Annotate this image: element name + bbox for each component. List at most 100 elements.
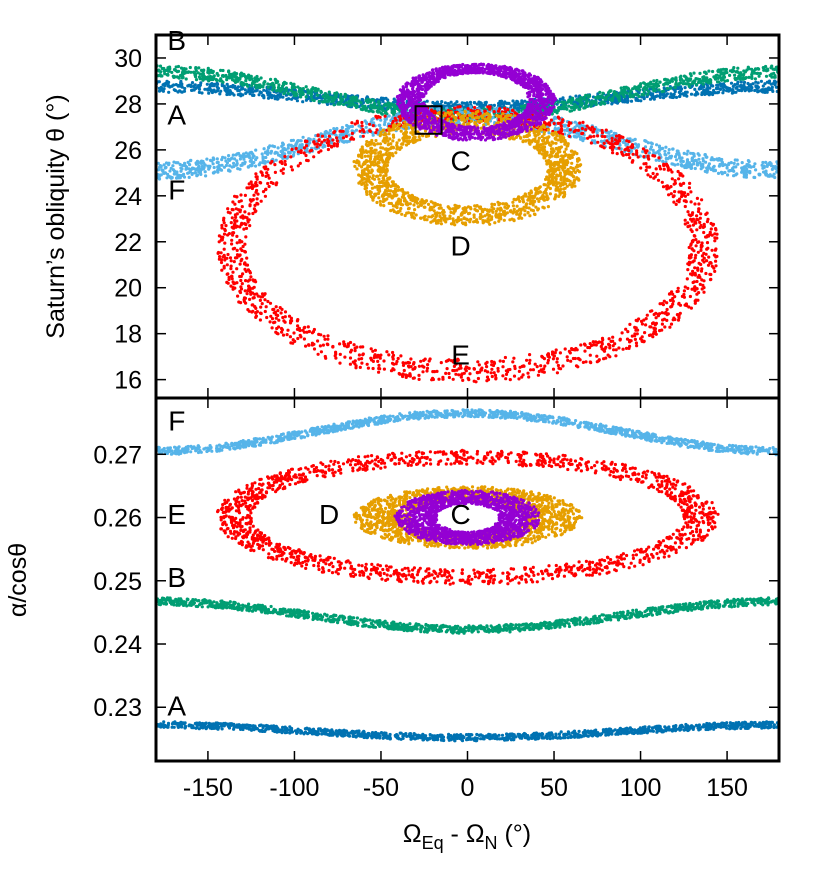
top-point-E-272	[683, 285, 687, 289]
top-point-F-917	[199, 172, 203, 176]
top-point-A-1128	[754, 85, 758, 89]
top-point-E-1154	[269, 180, 273, 185]
top-point-E-1136	[461, 378, 465, 382]
top-point-B-151	[271, 88, 275, 92]
top-point-E-1134	[555, 371, 560, 375]
top-point-B-1110	[289, 81, 293, 85]
top-point-A-606	[742, 80, 747, 84]
top-point-E-218	[689, 190, 693, 194]
top-point-E-171	[318, 344, 322, 348]
top-point-E-294	[226, 281, 230, 285]
top-point-E-465	[288, 321, 293, 325]
top-point-A-938	[219, 89, 223, 93]
top-point-E-7	[265, 315, 269, 320]
top-point-E-1219	[618, 135, 622, 140]
top-point-E-1067	[242, 227, 246, 231]
top-point-A-1058	[276, 97, 280, 101]
top-point-F-1165	[684, 165, 689, 170]
top-point-F-611	[212, 165, 216, 170]
top-point-E-1228	[238, 262, 242, 266]
top-point-A-1146	[380, 97, 384, 101]
top-point-E-833	[591, 340, 595, 344]
top-point-E-1292	[331, 138, 335, 142]
top-point-B-875	[656, 84, 661, 88]
top-point-E-804	[373, 353, 377, 357]
top-point-F-1186	[696, 152, 700, 156]
top-point-E-1328	[270, 159, 274, 164]
top-point-E-142	[290, 168, 294, 172]
top-point-E-707	[508, 378, 512, 382]
top-point-F-1056	[643, 139, 647, 143]
top-point-F-533	[190, 171, 194, 176]
top-point-B-167	[339, 92, 343, 97]
top-point-E-731	[352, 343, 356, 347]
top-point-E-1121	[225, 263, 229, 267]
top-point-E-700	[539, 364, 543, 368]
top-point-A-860	[759, 79, 764, 83]
top-point-B-1196	[658, 80, 662, 84]
top-point-E-1051	[357, 357, 361, 361]
top-point-E-1018	[684, 200, 688, 204]
top-point-B-147	[332, 103, 336, 107]
top-point-A-885	[239, 94, 243, 98]
top-point-E-485	[589, 141, 594, 145]
top-point-E-688	[701, 258, 705, 262]
top-point-E-1180	[678, 303, 683, 307]
top-point-E-1074	[651, 335, 655, 339]
top-point-B-907	[333, 95, 337, 99]
top-point-B-1092	[323, 97, 327, 101]
top-point-B-619	[625, 91, 629, 95]
top-point-B-815	[163, 72, 167, 76]
top-point-F-1159	[664, 145, 668, 149]
top-point-E-1050	[231, 208, 235, 212]
top-point-B-941	[343, 92, 347, 96]
top-point-B-1034	[692, 71, 696, 75]
top-point-E-1047	[485, 375, 490, 379]
top-point-E-726	[503, 110, 507, 114]
top-point-E-930	[588, 353, 592, 357]
top-point-B-1125	[626, 87, 630, 91]
top-point-A-1171	[753, 88, 757, 93]
top-point-E-1288	[547, 355, 552, 359]
top-point-A-277	[468, 100, 473, 104]
top-point-E-832	[396, 356, 400, 361]
top-point-E-1266	[658, 167, 663, 171]
top-point-F-638	[705, 170, 709, 174]
top-point-B-379	[327, 90, 331, 94]
top-point-E-1030	[260, 295, 265, 299]
top-point-A-823	[626, 99, 630, 103]
top-point-B-351	[733, 76, 737, 80]
top-point-E-58	[498, 359, 502, 363]
top-point-B-688	[742, 69, 746, 73]
top-point-B-993	[639, 82, 643, 86]
top-point-E-36	[385, 350, 389, 354]
top-point-B-1018	[674, 76, 678, 80]
top-point-B-479	[284, 88, 288, 93]
top-point-E-993	[699, 212, 703, 216]
top-point-E-875	[220, 226, 224, 230]
top-point-A-1027	[236, 85, 240, 89]
top-point-F-1147	[378, 123, 382, 127]
top-point-E-188	[369, 347, 373, 351]
top-point-E-1021	[691, 211, 695, 215]
top-point-E-755	[243, 242, 247, 246]
top-point-B-1178	[519, 104, 524, 108]
top-point-F-1126	[230, 156, 234, 160]
top-point-A-907	[262, 88, 266, 92]
top-point-E-807	[227, 275, 231, 279]
top-point-E-3	[624, 327, 628, 331]
top-point-F-1021	[704, 155, 708, 159]
top-point-F-343	[289, 138, 293, 143]
top-point-E-447	[617, 346, 621, 350]
top-point-F-1102	[740, 166, 744, 170]
top-point-E-698	[249, 275, 253, 279]
top-point-E-509	[254, 209, 258, 213]
top-point-A-1196	[706, 90, 710, 94]
top-point-B-1076	[722, 73, 726, 77]
top-point-E-719	[338, 342, 342, 346]
top-point-B-933	[157, 73, 162, 77]
top-point-E-551	[702, 230, 706, 235]
top-point-B-947	[562, 107, 566, 111]
top-point-F-1033	[689, 163, 693, 167]
top-point-A-570	[243, 88, 247, 92]
